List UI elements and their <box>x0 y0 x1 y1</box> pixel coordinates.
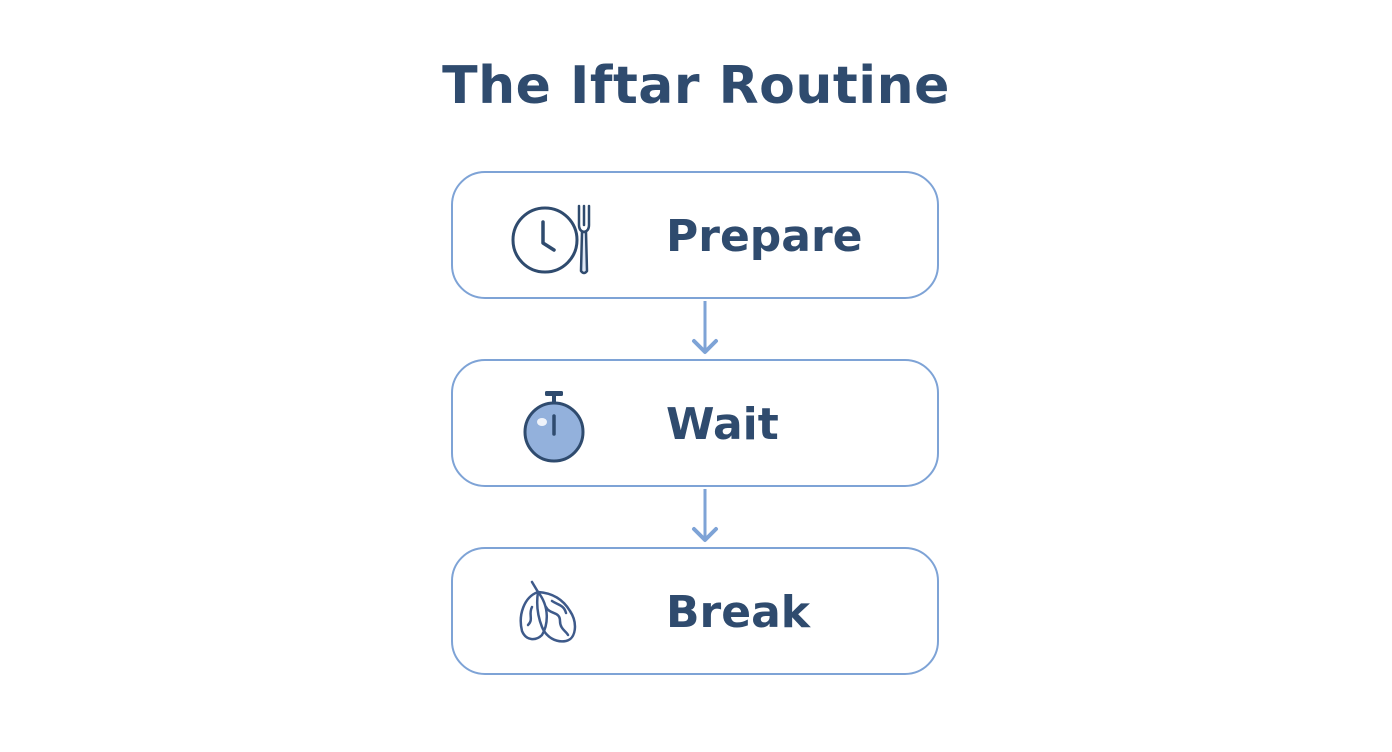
step-label: Break <box>666 587 811 638</box>
step-prepare: Prepare <box>451 171 939 299</box>
step-label: Prepare <box>666 211 863 262</box>
step-break: Break <box>451 547 939 675</box>
arrow-down-icon <box>690 301 720 359</box>
diagram-title: The Iftar Routine <box>442 56 950 116</box>
clock-fork-icon <box>508 201 598 277</box>
step-wait: Wait <box>451 359 939 487</box>
stopwatch-icon <box>508 389 598 465</box>
dates-icon <box>508 577 598 653</box>
arrow-down-icon <box>690 489 720 547</box>
step-label: Wait <box>666 399 779 450</box>
